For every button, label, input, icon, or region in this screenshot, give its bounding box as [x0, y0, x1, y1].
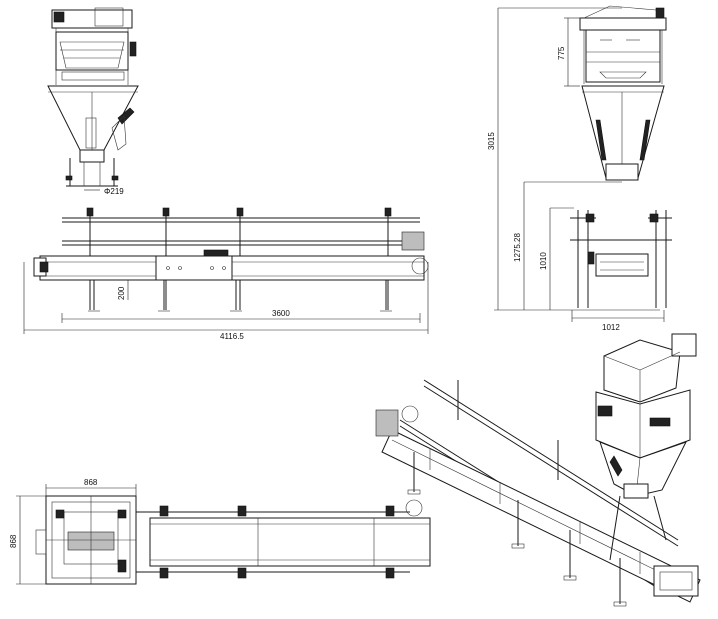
- height-200-label: 200: [117, 286, 126, 300]
- outlet-diameter-label: Φ219: [104, 187, 124, 196]
- side-view-conveyor: 200 3600 4116.5: [23, 207, 429, 341]
- span-3600-label: 3600: [272, 309, 290, 318]
- mid-height-label: 1275.28: [513, 233, 522, 262]
- base-width-label: 1012: [602, 323, 620, 332]
- plan-view: 868 868: [9, 478, 431, 585]
- upper-height-label: 775: [557, 46, 566, 60]
- front-view-hopper: Φ219: [47, 7, 139, 196]
- mid-height-2-label: 1010: [539, 252, 548, 270]
- total-height-label: 3015: [487, 132, 496, 150]
- plan-width-label: 868: [84, 478, 98, 487]
- overall-length-label: 4116.5: [220, 332, 244, 341]
- isometric-view: [375, 333, 701, 607]
- plan-height-label: 868: [9, 534, 18, 548]
- side-elevation: 3015 775 1275.28 1010 1012: [487, 5, 672, 332]
